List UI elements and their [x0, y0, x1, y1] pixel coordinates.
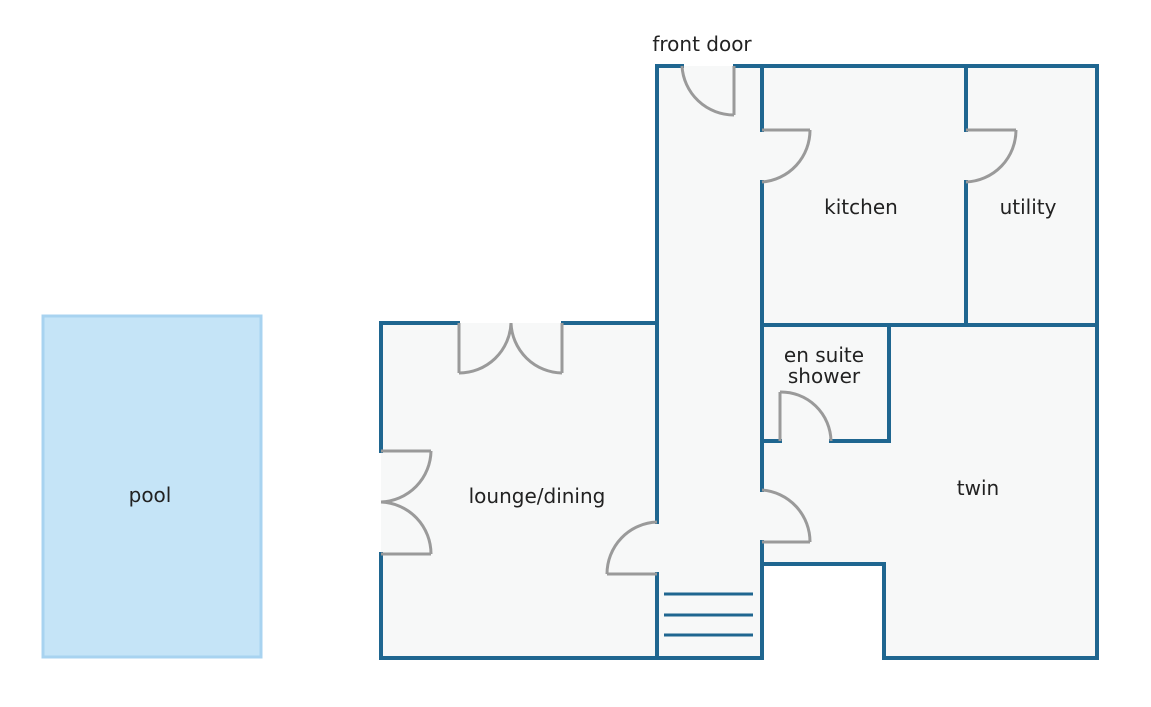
lounge-double-door-top — [457, 322, 564, 375]
front-door-label: front door — [652, 32, 752, 56]
kitchen-door — [761, 128, 812, 184]
twin-label: twin — [957, 476, 999, 500]
stairs — [664, 592, 753, 637]
utility-label: utility — [1000, 195, 1057, 219]
kitchen-label: kitchen — [824, 195, 898, 219]
twin-door — [761, 488, 812, 544]
lounge-double-door-left — [380, 449, 433, 556]
ensuite-door — [778, 390, 833, 442]
lounge-label: lounge/dining — [469, 484, 606, 508]
floor-area — [381, 66, 1097, 658]
front-door — [680, 65, 736, 117]
lounge-door — [605, 520, 658, 576]
pool-area — [41, 314, 263, 659]
utility-door — [965, 128, 1018, 184]
ensuite-label-line2: shower — [788, 364, 861, 388]
pool-label: pool — [129, 483, 172, 507]
walls — [379, 64, 1099, 660]
ensuite-label-line1: en suite — [784, 343, 864, 367]
exterior-notch — [762, 564, 884, 660]
doors — [380, 65, 1018, 576]
